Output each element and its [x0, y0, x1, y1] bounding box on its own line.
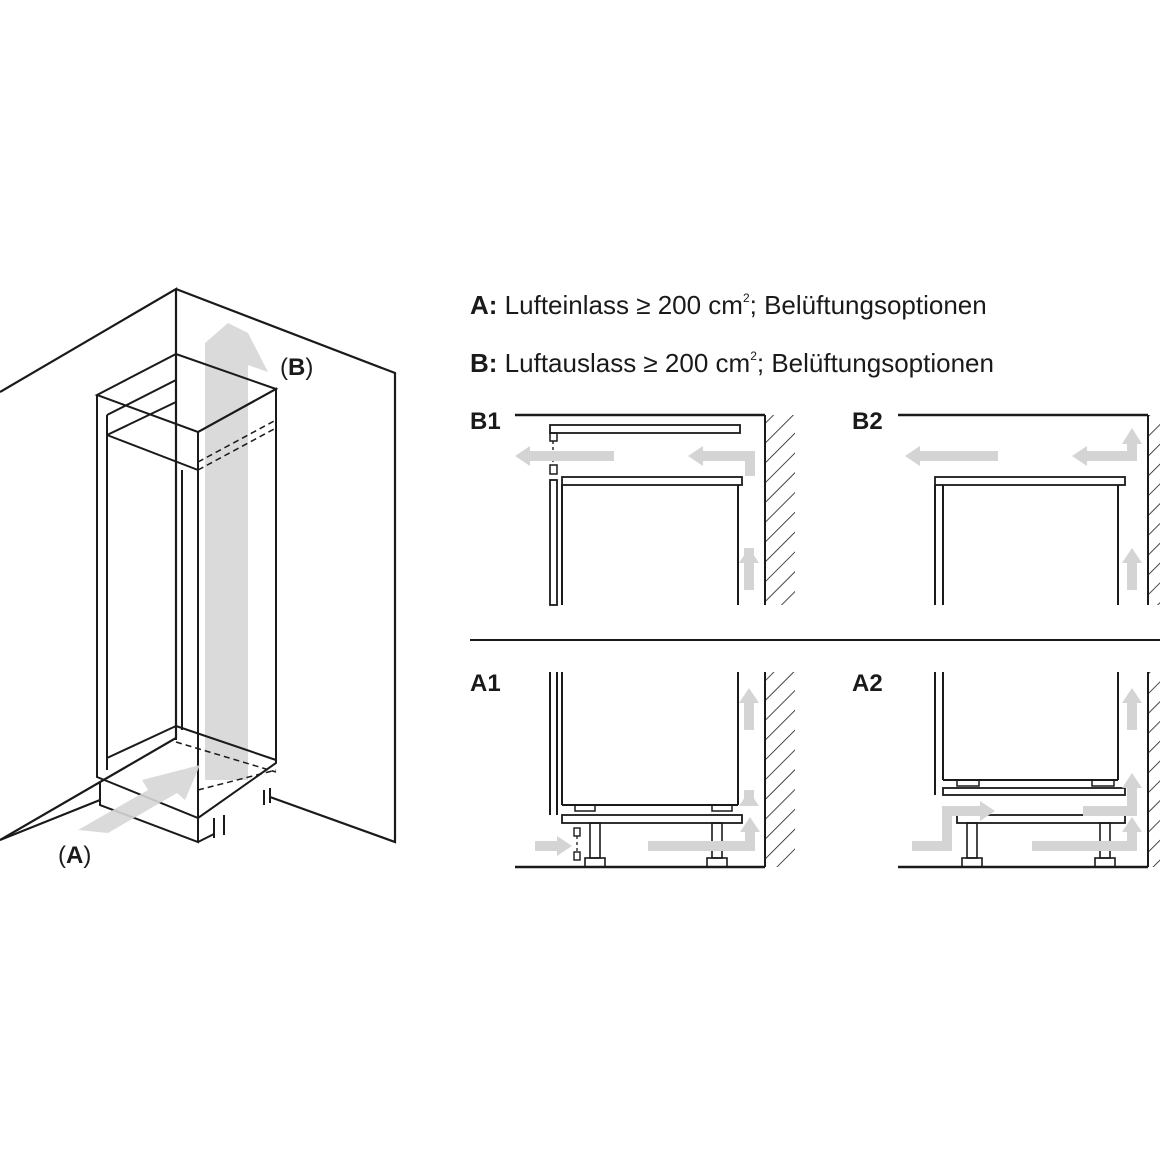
panel-label-b2: B2	[852, 408, 883, 435]
legend-key-b: B:	[470, 348, 498, 378]
panel-label-a1: A1	[470, 670, 501, 697]
legend-sup-a: 2	[742, 291, 750, 305]
cabinet-label-inlet-letter: A	[66, 842, 84, 869]
legend-sup-b: 2	[750, 349, 757, 363]
cabinet-label-outlet: (B)	[280, 354, 314, 381]
panel-label-a2: A2	[852, 670, 883, 697]
legend-rest-a: ; Belüftungsoptionen	[749, 290, 987, 320]
cabinet-dashed	[175, 419, 277, 791]
panel-b1-drawing	[515, 413, 795, 606]
cabinet-label-inlet: (A)	[58, 842, 92, 869]
inlet-arrow	[78, 765, 200, 833]
legend-text-a: Lufteinlass ≥ 200 cm	[504, 290, 743, 320]
panel-b2-drawing	[898, 413, 1160, 605]
legend-air-inlet: A: Lufteinlass ≥ 200 cm2; Belüftungsopti…	[470, 283, 987, 320]
panel-a1-drawing	[515, 672, 795, 869]
panel-label-b1: B1	[470, 408, 501, 435]
legend-text-b: Luftauslass ≥ 200 cm	[504, 348, 751, 378]
cabinet-label-outlet-letter: B	[288, 354, 306, 381]
legend-air-outlet: B: Luftauslass ≥ 200 cm2; Belüftungsopti…	[470, 341, 994, 378]
panel-a2-drawing	[898, 672, 1160, 869]
legend-key-a: A:	[470, 290, 498, 320]
outlet-arrow	[205, 323, 268, 780]
legend-rest-b: ; Belüftungsoptionen	[756, 348, 994, 378]
cabinet-body	[94, 352, 279, 844]
